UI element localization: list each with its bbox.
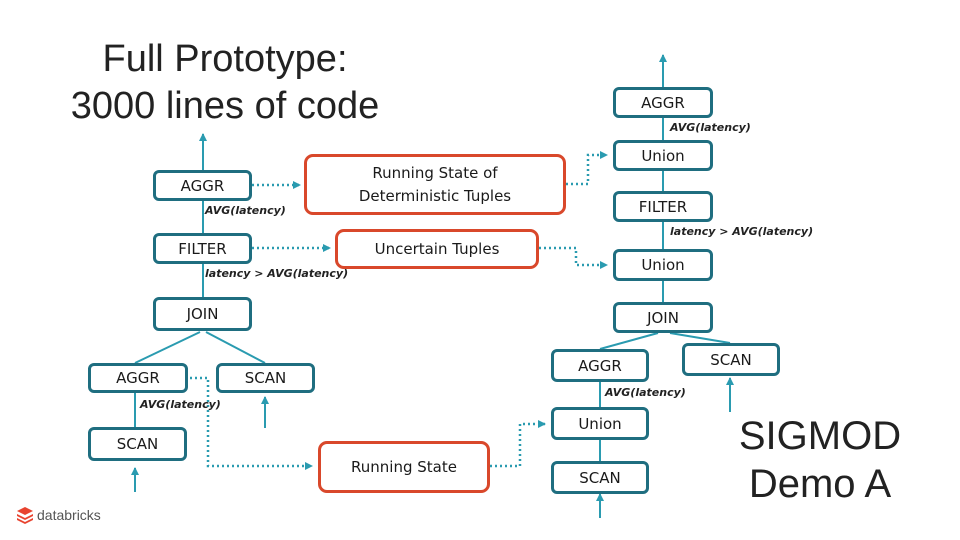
left-scan-right: SCAN bbox=[216, 363, 315, 393]
left-aggr-top: AGGR bbox=[153, 170, 252, 201]
edge-running-deterministic-to-union bbox=[566, 151, 608, 186]
edge-uncertain-to-union bbox=[539, 246, 608, 269]
demo-label: SIGMOD Demo A bbox=[720, 412, 920, 508]
left-join: JOIN bbox=[153, 297, 252, 331]
demo-label-line-2: Demo A bbox=[748, 462, 892, 506]
right-aggr-top-annotation: AVG(latency) bbox=[670, 121, 751, 134]
running-state: Running State bbox=[318, 441, 490, 493]
title-line-1: Full Prototype: bbox=[102, 38, 348, 80]
right-join: JOIN bbox=[613, 302, 713, 333]
right-scan-right: SCAN bbox=[682, 343, 780, 376]
right-aggr-top: AGGR bbox=[613, 87, 713, 118]
databricks-logo: databricks bbox=[16, 506, 101, 524]
left-filter-annotation: latency > AVG(latency) bbox=[205, 267, 349, 280]
left-aggr-top-annotation: AVG(latency) bbox=[205, 204, 286, 217]
edge-aggr-to-running-state bbox=[190, 376, 313, 470]
right-aggr-left: AGGR bbox=[551, 349, 649, 382]
right-filter-annotation: latency > AVG(latency) bbox=[670, 225, 814, 238]
right-union-bottom: Union bbox=[551, 407, 649, 440]
edge-left-aggr-join bbox=[134, 331, 201, 364]
edge-running-state-to-union bbox=[490, 420, 546, 468]
running-state-deterministic: Running State of Deterministic Tuples bbox=[304, 154, 566, 215]
title-line-2: 3000 lines of code bbox=[70, 85, 380, 127]
right-scan-bottom: SCAN bbox=[551, 461, 649, 494]
right-aggr-left-annotation: AVG(latency) bbox=[605, 386, 686, 399]
edge-right-scan-join bbox=[669, 332, 731, 344]
left-filter: FILTER bbox=[153, 233, 252, 264]
uncertain-tuples: Uncertain Tuples bbox=[335, 229, 539, 269]
demo-label-line-1: SIGMOD bbox=[738, 414, 902, 458]
left-scan-bottom: SCAN bbox=[88, 427, 187, 461]
right-filter: FILTER bbox=[613, 191, 713, 222]
logo-text: databricks bbox=[37, 507, 101, 523]
slide-title: Full Prototype: 3000 lines of code bbox=[30, 36, 420, 130]
right-union-top: Union bbox=[613, 140, 713, 171]
right-union-mid: Union bbox=[613, 249, 713, 281]
databricks-logo-icon bbox=[17, 507, 33, 524]
edge-right-aggr-join bbox=[599, 332, 659, 350]
edge-left-scan-join bbox=[205, 331, 266, 364]
left-aggr-bottom-annotation: AVG(latency) bbox=[140, 398, 221, 411]
left-aggr-bottom: AGGR bbox=[88, 363, 188, 393]
